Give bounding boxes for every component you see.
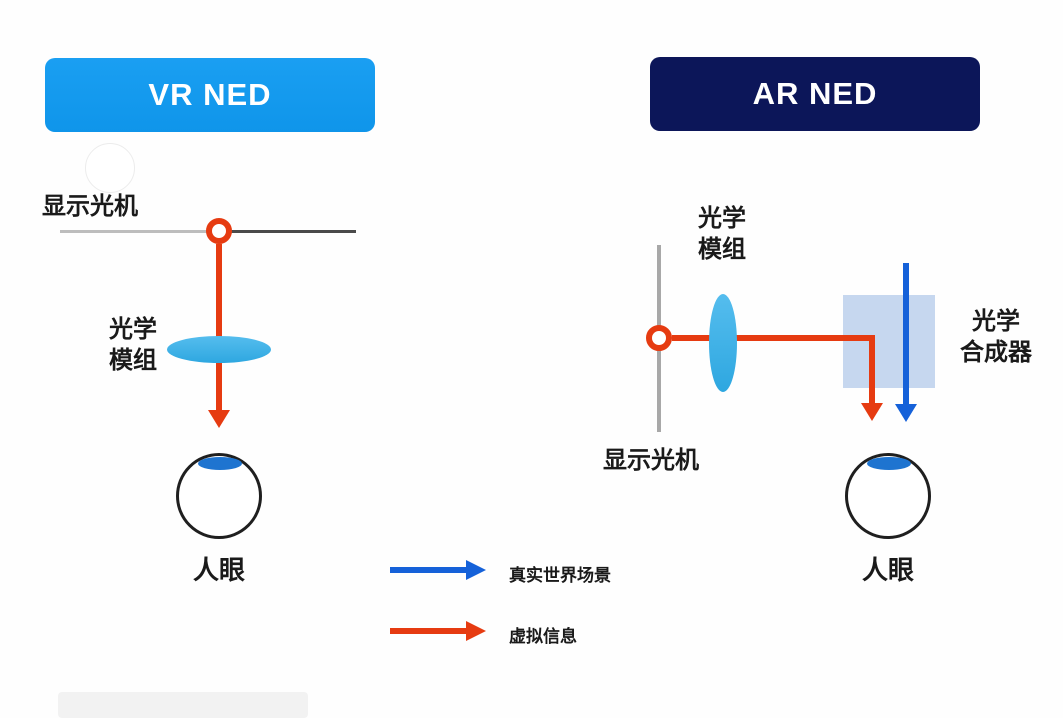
vr-optics-label-line1: 光学	[109, 316, 157, 343]
legend-virtual-info-label: 虚拟信息	[509, 627, 577, 646]
vr-light-engine-node	[206, 218, 232, 244]
watermark-band	[58, 692, 308, 718]
ar-eye	[845, 453, 931, 539]
vr-lens	[167, 336, 271, 363]
ar-ned-header: AR NED	[650, 57, 980, 131]
vr-optics-label: 光学 模组	[95, 314, 171, 376]
vr-virtual-arrow-head	[208, 410, 230, 428]
watermark-circle	[85, 143, 135, 193]
vr-virtual-arrow-shaft	[216, 244, 222, 412]
ar-virtual-arrow-head	[861, 403, 883, 421]
vr-display-panel-line-right	[228, 230, 356, 233]
ar-real-world-arrow-shaft	[903, 263, 909, 406]
legend-virtual-info-arrow-shaft	[390, 628, 468, 634]
ar-virtual-arrow-shaft-horizontal	[672, 335, 875, 341]
vr-ned-title: VR NED	[148, 77, 272, 112]
ar-optical-combiner	[843, 295, 935, 388]
ar-combiner-label-line1: 光学	[972, 308, 1020, 335]
ar-display-engine-label: 显示光机	[603, 447, 699, 474]
ar-eye-iris	[867, 457, 911, 470]
ar-light-engine-node	[646, 325, 672, 351]
ar-optics-label-line1: 光学	[698, 205, 746, 232]
ar-combiner-label: 光学 合成器	[948, 306, 1044, 368]
legend-virtual-info-arrow-head	[466, 621, 486, 641]
legend-real-world-arrow-head	[466, 560, 486, 580]
vr-eye-label: 人眼	[192, 555, 245, 585]
ar-eye-label: 人眼	[861, 555, 914, 585]
vr-eye-iris	[198, 457, 242, 470]
ar-real-world-arrow-head	[895, 404, 917, 422]
ar-optics-label: 光学 模组	[684, 203, 760, 265]
vr-ned-header: VR NED	[45, 58, 375, 132]
ar-optics-label-line2: 模组	[698, 236, 746, 263]
vr-display-panel-line-left	[60, 230, 210, 233]
ar-lens	[709, 294, 737, 392]
vr-optics-label-line2: 模组	[109, 347, 157, 374]
legend-real-world-arrow-shaft	[390, 567, 468, 573]
vr-eye	[176, 453, 262, 539]
ar-virtual-arrow-shaft-vertical	[869, 335, 875, 405]
vr-display-engine-label: 显示光机	[42, 193, 138, 220]
ar-ned-title: AR NED	[752, 76, 878, 111]
ar-combiner-label-line2: 合成器	[960, 339, 1032, 366]
legend-real-world-label: 真实世界场景	[509, 566, 611, 585]
